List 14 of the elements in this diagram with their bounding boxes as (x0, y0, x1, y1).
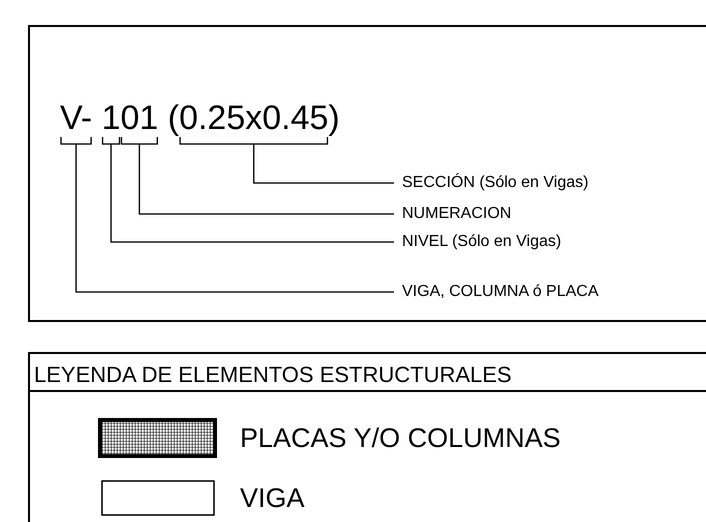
callout-label: NIVEL (Sólo en Vigas) (402, 232, 562, 252)
leader-line (138, 144, 394, 215)
legend-label: PLACAS Y/O COLUMNAS (240, 422, 561, 454)
leader-line (110, 144, 394, 243)
leader-line (75, 144, 394, 293)
callout-label: NUMERACION (402, 204, 512, 224)
callout-label: VIGA, COLUMNA ó PLACA (402, 282, 599, 302)
element-code: V- 101 (0.25x0.45) (60, 98, 340, 138)
leader-line (253, 144, 394, 184)
callout-label: SECCIÓN (Sólo en Vigas) (402, 173, 588, 193)
legend-panel (28, 352, 706, 522)
frame-box (28, 25, 706, 322)
legend-label: VIGA (240, 482, 305, 514)
legend-title: LEYENDA DE ELEMENTOS ESTRUCTURALES (34, 362, 512, 388)
